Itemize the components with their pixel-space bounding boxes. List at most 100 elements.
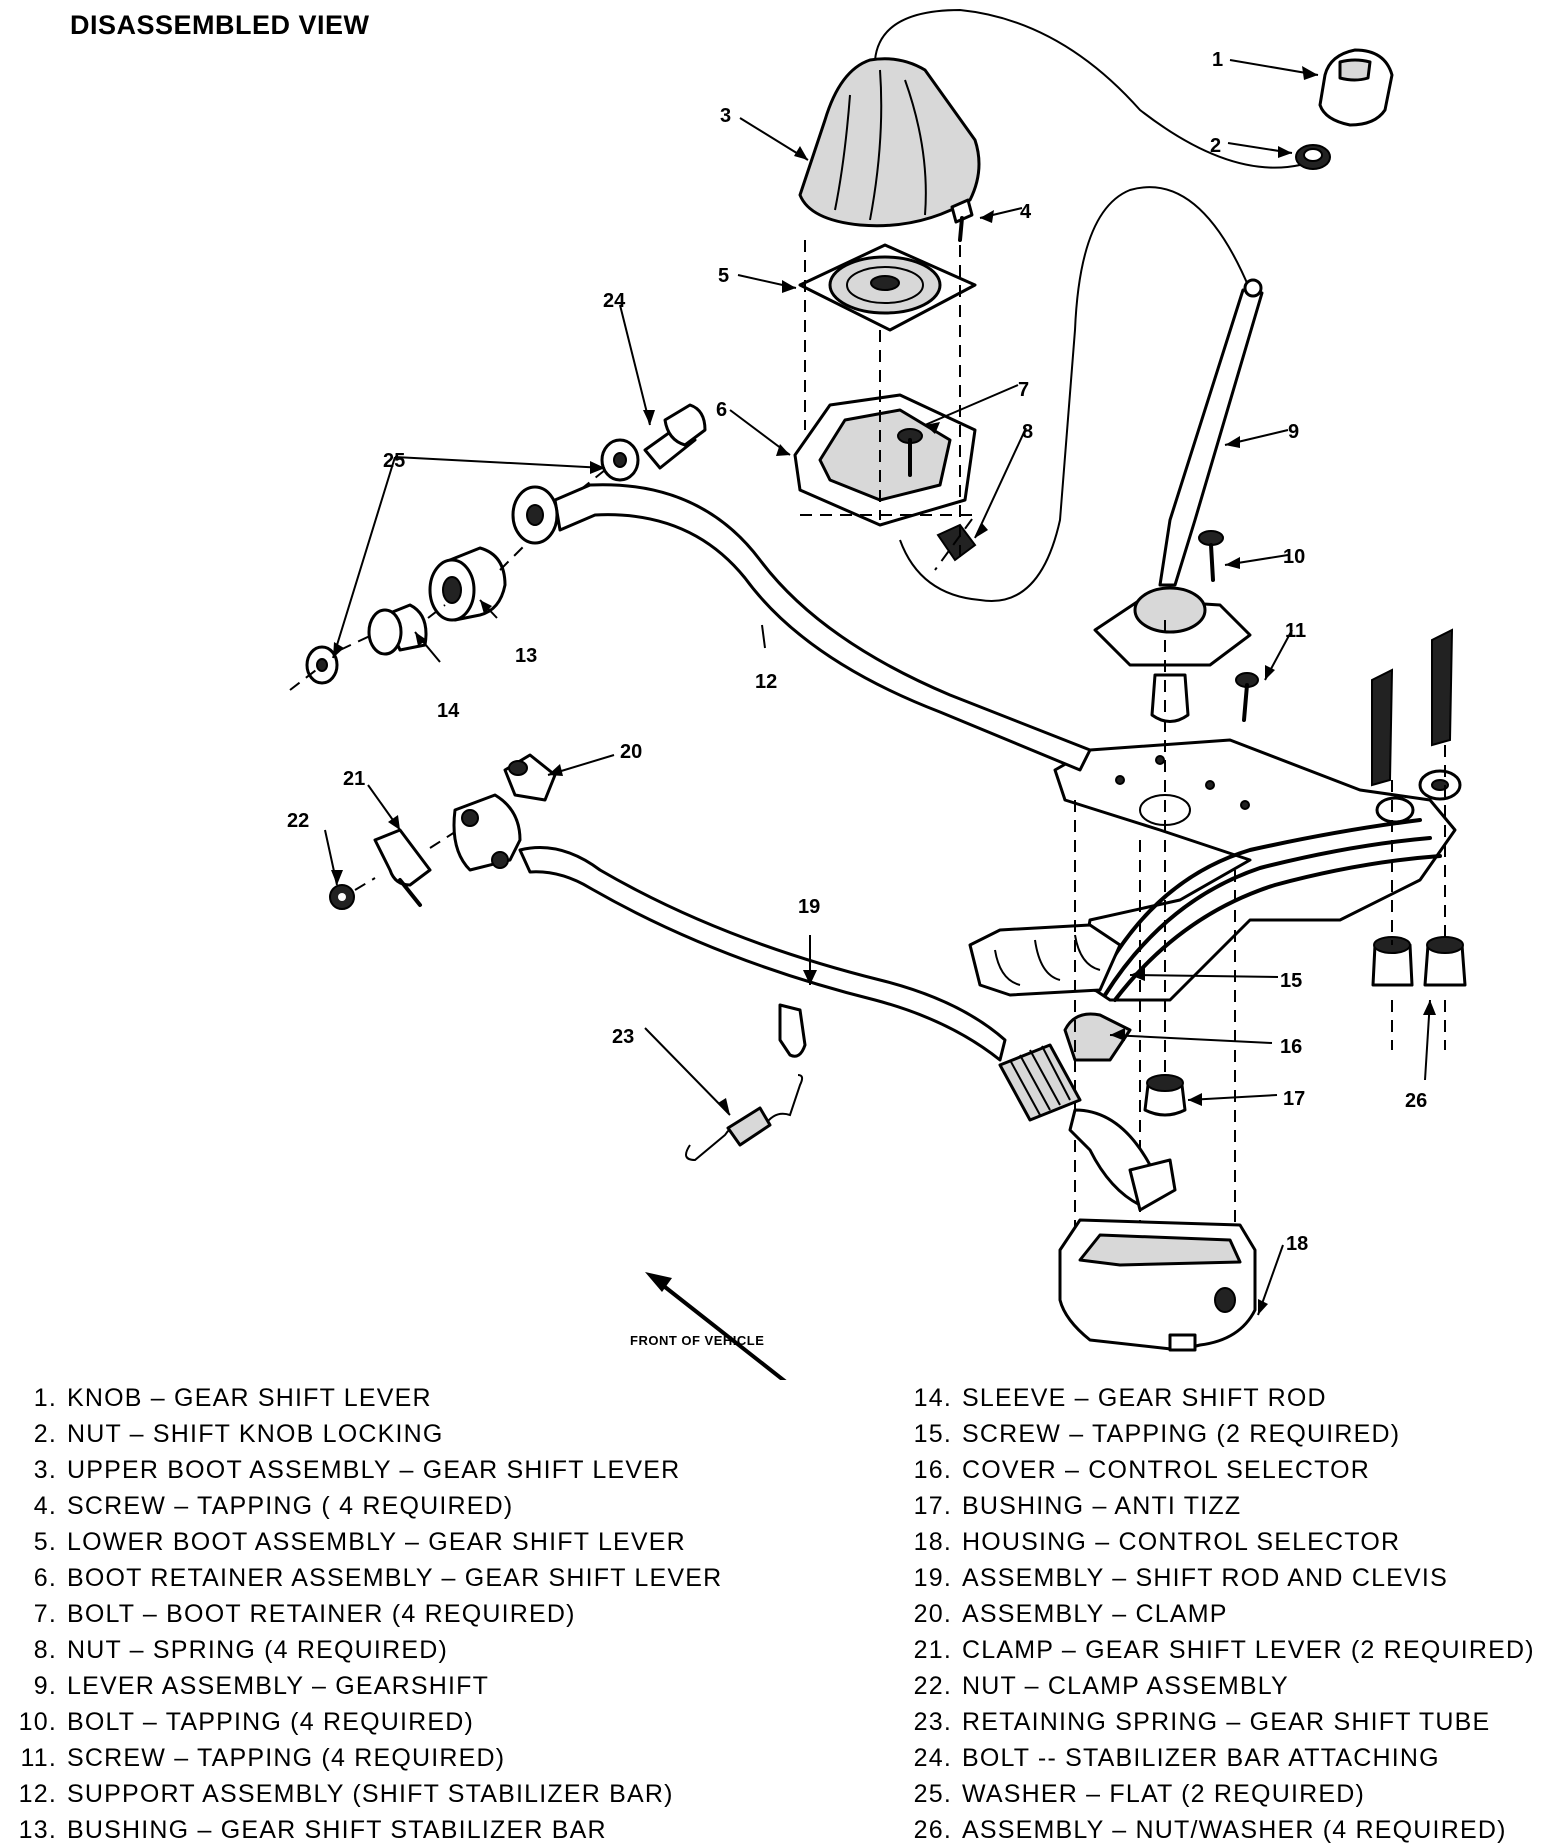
legend-item: 13. BUSHING – GEAR SHIFT STABILIZER BAR bbox=[10, 1812, 880, 1848]
legend-item: 18.HOUSING – CONTROL SELECTOR bbox=[905, 1524, 1565, 1560]
legend-item-number: 1. bbox=[33, 1384, 57, 1412]
nut-clamp-assembly bbox=[329, 884, 355, 910]
bolt-stabilizer-bar-attaching bbox=[643, 403, 707, 470]
legend-item-number: 8. bbox=[33, 1636, 57, 1664]
washer-flat bbox=[305, 438, 640, 685]
boot-outline-curve bbox=[874, 8, 1311, 169]
lever-base-plate bbox=[1093, 586, 1252, 723]
legend-item-number: 21. bbox=[913, 1636, 952, 1664]
legend-item-number: 19. bbox=[913, 1564, 952, 1592]
clamp-axis-dashes bbox=[354, 831, 456, 891]
legend-item: 9. LEVER ASSEMBLY – GEARSHIFT bbox=[10, 1668, 880, 1704]
legend-item-text: NUT – CLAMP ASSEMBLY bbox=[962, 1672, 1289, 1700]
exploded-view-diagram: FRONT OF VEHICLE 1 2 3 4 5 6 7 8 9 10 11… bbox=[287, 8, 1467, 1380]
callout-11: 11 bbox=[1285, 620, 1306, 642]
callout-24: 24 bbox=[603, 290, 626, 312]
rod-axis-dashes bbox=[289, 469, 606, 691]
legend-item-text: SCREW – TAPPING (2 REQUIRED) bbox=[962, 1420, 1401, 1448]
legend-item: 10.BOLT – TAPPING (4 REQUIRED) bbox=[10, 1704, 880, 1740]
legend-item: 16.COVER – CONTROL SELECTOR bbox=[905, 1452, 1565, 1488]
nut-washer-assembly bbox=[1371, 936, 1467, 987]
callout-21: 21 bbox=[343, 768, 365, 790]
legend-item-number: 15. bbox=[913, 1420, 952, 1448]
legend-item-number: 3. bbox=[33, 1456, 57, 1484]
callout-2: 2 bbox=[1210, 135, 1221, 157]
legend-item-number: 9. bbox=[33, 1672, 57, 1700]
legend-item-number: 24. bbox=[913, 1744, 952, 1772]
upper-boot-assembly bbox=[798, 57, 981, 228]
callout-22: 22 bbox=[287, 810, 309, 832]
legend-item-text: SUPPORT ASSEMBLY (SHIFT STABILIZER BAR) bbox=[67, 1780, 674, 1808]
callout-26: 26 bbox=[1405, 1090, 1427, 1112]
callout-19: 19 bbox=[798, 896, 820, 918]
legend-item: 24. BOLT -- STABILIZER BAR ATTACHING bbox=[905, 1740, 1565, 1776]
lower-boot-assembly bbox=[798, 243, 977, 332]
legend-item-text: BUSHING – GEAR SHIFT STABILIZER BAR bbox=[67, 1816, 607, 1844]
legend-item-number: 6. bbox=[33, 1564, 57, 1592]
legend-item: 15. SCREW – TAPPING (2 REQUIRED) bbox=[905, 1416, 1565, 1452]
legend-item-number: 13. bbox=[18, 1816, 57, 1844]
callout-9: 9 bbox=[1288, 421, 1299, 443]
callout-14: 14 bbox=[437, 700, 460, 722]
legend-item: 8. NUT – SPRING (4 REQUIRED) bbox=[10, 1632, 880, 1668]
legend-item: 19.ASSEMBLY – SHIFT ROD AND CLEVIS bbox=[905, 1560, 1565, 1596]
housing-control-selector bbox=[1058, 1218, 1257, 1352]
callout-1: 1 bbox=[1212, 49, 1223, 71]
legend-item-text: BOOT RETAINER ASSEMBLY – GEAR SHIFT LEVE… bbox=[67, 1564, 723, 1592]
legend-item-text: LOWER BOOT ASSEMBLY – GEAR SHIFT LEVER bbox=[67, 1528, 686, 1556]
bushing-anti-tizz bbox=[1143, 1074, 1187, 1117]
legend-item: 22. NUT – CLAMP ASSEMBLY bbox=[905, 1668, 1565, 1704]
legend-item-text: BOLT -- STABILIZER BAR ATTACHING bbox=[962, 1744, 1440, 1772]
bolt-tapping-10 bbox=[1198, 530, 1224, 582]
legend-item-text: ASSEMBLY – NUT/WASHER (4 REQUIRED) bbox=[962, 1816, 1507, 1844]
legend-item-number: 26. bbox=[913, 1816, 952, 1844]
legend-item-text: ASSEMBLY – CLAMP bbox=[962, 1600, 1228, 1628]
callout-16: 16 bbox=[1280, 1036, 1302, 1058]
legend-item-number: 25. bbox=[913, 1780, 952, 1808]
legend-item-number: 14. bbox=[913, 1384, 952, 1412]
legend-item: 12. SUPPORT ASSEMBLY (SHIFT STABILIZER BA… bbox=[10, 1776, 880, 1812]
callout-10: 10 bbox=[1283, 546, 1305, 568]
legend-item: 21. CLAMP – GEAR SHIFT LEVER (2 REQUIRED) bbox=[905, 1632, 1565, 1668]
legend-item-text: CLAMP – GEAR SHIFT LEVER (2 REQUIRED) bbox=[962, 1636, 1535, 1664]
legend-item: 5. LOWER BOOT ASSEMBLY – GEAR SHIFT LEVER bbox=[10, 1524, 880, 1560]
front-of-vehicle-indicator: FRONT OF VEHICLE bbox=[630, 1272, 787, 1380]
legend-item: 7.BOLT – BOOT RETAINER (4 REQUIRED) bbox=[10, 1596, 880, 1632]
alignment-dashes-right bbox=[1391, 745, 1446, 1050]
bushing-gear-shift-stabilizer-bar bbox=[428, 546, 507, 622]
legend-item-text: SCREW – TAPPING (4 REQUIRED) bbox=[67, 1744, 506, 1772]
legend-item-number: 20. bbox=[913, 1600, 952, 1628]
legend-item: 23.RETAINING SPRING – GEAR SHIFT TUBE bbox=[905, 1704, 1565, 1740]
shift-rod-and-clevis bbox=[452, 793, 1177, 1212]
legend-item-number: 12. bbox=[18, 1780, 57, 1808]
legend-item: 20. ASSEMBLY – CLAMP bbox=[905, 1596, 1565, 1632]
cover-control-selector bbox=[968, 923, 1132, 1062]
legend-item-text: SCREW – TAPPING ( 4 REQUIRED) bbox=[67, 1492, 514, 1520]
diagram-title: DISASSEMBLED VIEW bbox=[70, 10, 370, 40]
legend-item-text: NUT – SPRING (4 REQUIRED) bbox=[67, 1636, 448, 1664]
legend-item-number: 7. bbox=[33, 1600, 57, 1628]
front-of-vehicle-label: FRONT OF VEHICLE bbox=[630, 1333, 764, 1348]
clamp-gear-shift-lever bbox=[373, 828, 432, 907]
retaining-spring bbox=[685, 1074, 804, 1162]
legend-item: 3.UPPER BOOT ASSEMBLY – GEAR SHIFT LEVER bbox=[10, 1452, 880, 1488]
callout-13: 13 bbox=[515, 645, 537, 667]
leader-lines bbox=[324, 59, 1431, 1316]
callout-7: 7 bbox=[1018, 379, 1029, 401]
legend-item-number: 2. bbox=[33, 1420, 57, 1448]
lever-assembly-gearshift bbox=[1158, 278, 1264, 587]
legend-item: 11.SCREW – TAPPING (4 REQUIRED) bbox=[10, 1740, 880, 1776]
legend-item-text: HOUSING – CONTROL SELECTOR bbox=[962, 1528, 1401, 1556]
lever-outline-curve bbox=[899, 186, 1251, 602]
callout-3: 3 bbox=[720, 105, 731, 127]
screw-tapping-11 bbox=[1235, 672, 1259, 722]
leader-arrowheads bbox=[331, 66, 1436, 1315]
legend-item-number: 5. bbox=[33, 1528, 57, 1556]
legend-item-text: LEVER ASSEMBLY – GEARSHIFT bbox=[67, 1672, 490, 1700]
legend-item-text: WASHER – FLAT (2 REQUIRED) bbox=[962, 1780, 1366, 1808]
callout-8: 8 bbox=[1022, 421, 1033, 443]
legend-item-number: 22. bbox=[913, 1672, 952, 1700]
right-studs bbox=[1371, 628, 1462, 824]
legend-item: 4.SCREW – TAPPING ( 4 REQUIRED) bbox=[10, 1488, 880, 1524]
